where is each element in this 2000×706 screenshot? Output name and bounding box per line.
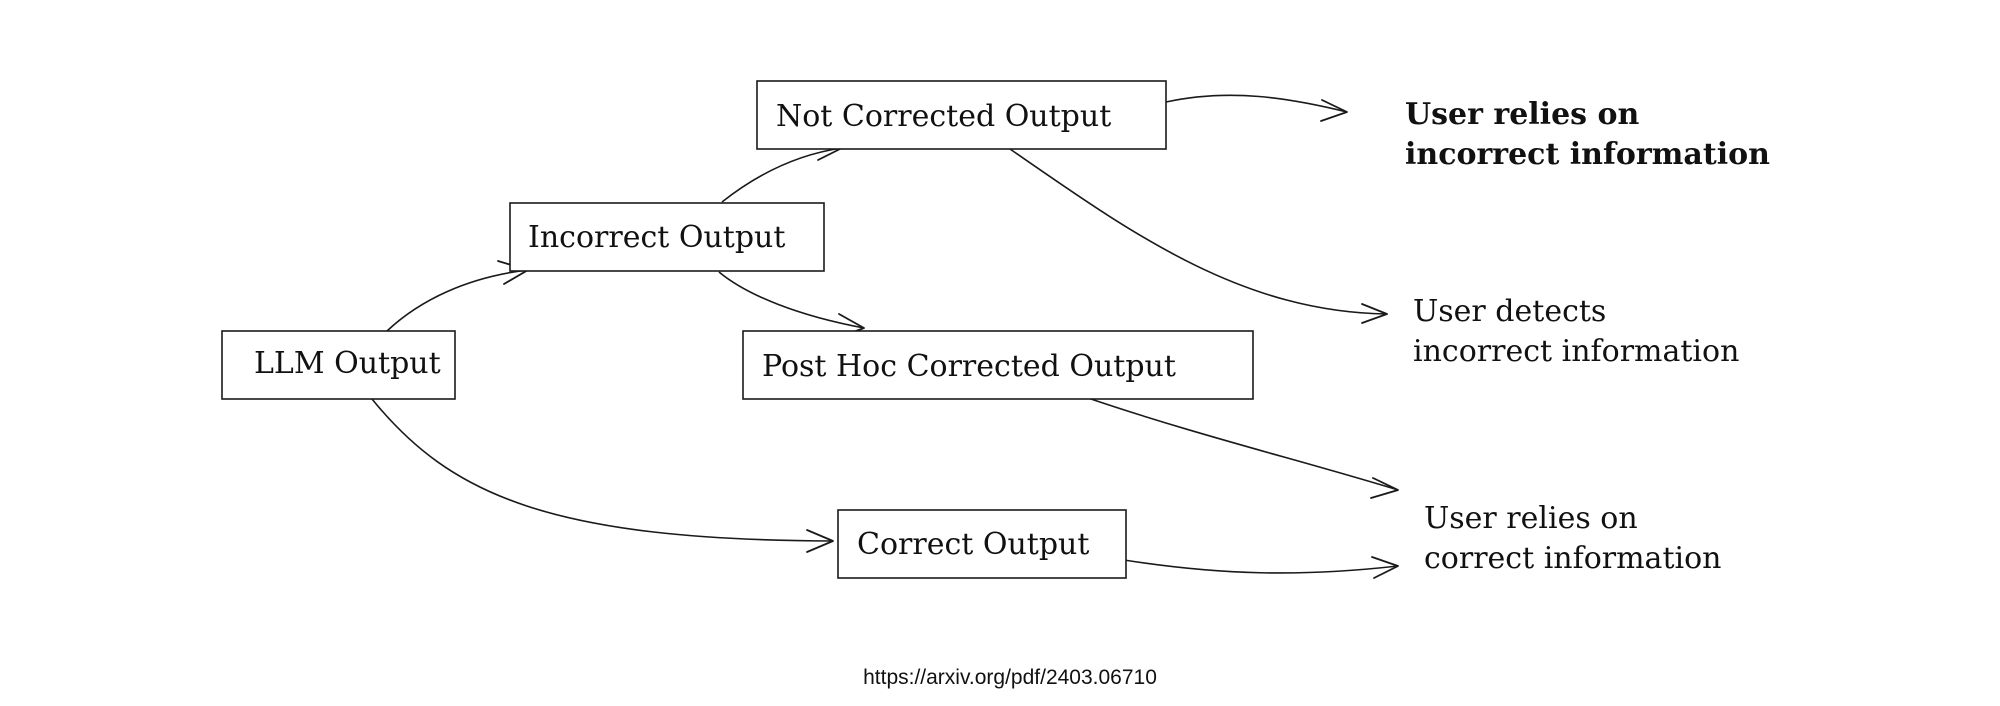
edge-post-hoc-to-relies-correct <box>1087 397 1399 491</box>
outcome-detects-incorrect-line-1: User detects <box>1413 294 1606 329</box>
outcome-relies-correct-line-1: User relies on <box>1424 501 1638 536</box>
node-label-incorrect-output: Incorrect Output <box>528 220 785 255</box>
edge-correct-to-relies-correct <box>1123 559 1399 574</box>
node-box-incorrect-output <box>509 202 825 272</box>
edge-not-corrected-to-detects <box>1009 148 1388 315</box>
edge-llm-to-correct <box>371 398 834 542</box>
node-not-corrected-output: Not Corrected Output <box>756 80 1167 150</box>
arrowhead-to-relies-incorrect-icon <box>1320 99 1348 122</box>
node-label-correct-output: Correct Output <box>857 527 1089 562</box>
node-box-correct-output <box>837 509 1127 579</box>
edge-llm-to-incorrect <box>386 269 529 332</box>
outcome-detects-incorrect-line-2: incorrect information <box>1413 334 1739 369</box>
node-label-not-corrected-output: Not Corrected Output <box>776 99 1111 134</box>
arrowhead-to-relies-correct-lower-icon <box>1371 556 1399 579</box>
edge-incorrect-to-post-hoc <box>718 271 865 329</box>
outcome-relies-incorrect-line-2: incorrect information <box>1405 137 1770 172</box>
node-box-post-hoc-corrected-output <box>742 330 1254 400</box>
arrowhead-to-relies-correct-upper-icon <box>1370 477 1399 499</box>
node-correct-output: Correct Output <box>837 509 1127 579</box>
outcome-relies-incorrect-line-1: User relies on <box>1405 97 1640 132</box>
edge-incorrect-to-not-corrected <box>721 147 843 203</box>
node-incorrect-output: Incorrect Output <box>509 202 825 272</box>
node-label-post-hoc-corrected-output: Post Hoc Corrected Output <box>762 349 1176 384</box>
node-post-hoc-corrected-output: Post Hoc Corrected Output <box>742 330 1254 400</box>
node-box-llm-output <box>221 330 456 400</box>
arrowhead-to-correct-icon <box>806 529 834 553</box>
outcome-relies-incorrect: User relies on incorrect information <box>1405 97 1770 172</box>
outcome-relies-correct-line-2: correct information <box>1424 541 1721 576</box>
arrowhead-to-detects-icon <box>1361 303 1388 324</box>
node-llm-output: LLM Output <box>221 330 456 400</box>
edges <box>371 94 1399 574</box>
node-label-llm-output: LLM Output <box>254 346 441 381</box>
node-box-not-corrected-output <box>756 80 1167 150</box>
outcome-detects-incorrect: User detects incorrect information <box>1413 294 1739 369</box>
outcome-relies-correct: User relies on correct information <box>1424 501 1721 576</box>
source-url-caption: https://arxiv.org/pdf/2403.06710 <box>863 666 1157 689</box>
edge-not-corrected-to-relies-incorrect <box>1165 94 1348 113</box>
